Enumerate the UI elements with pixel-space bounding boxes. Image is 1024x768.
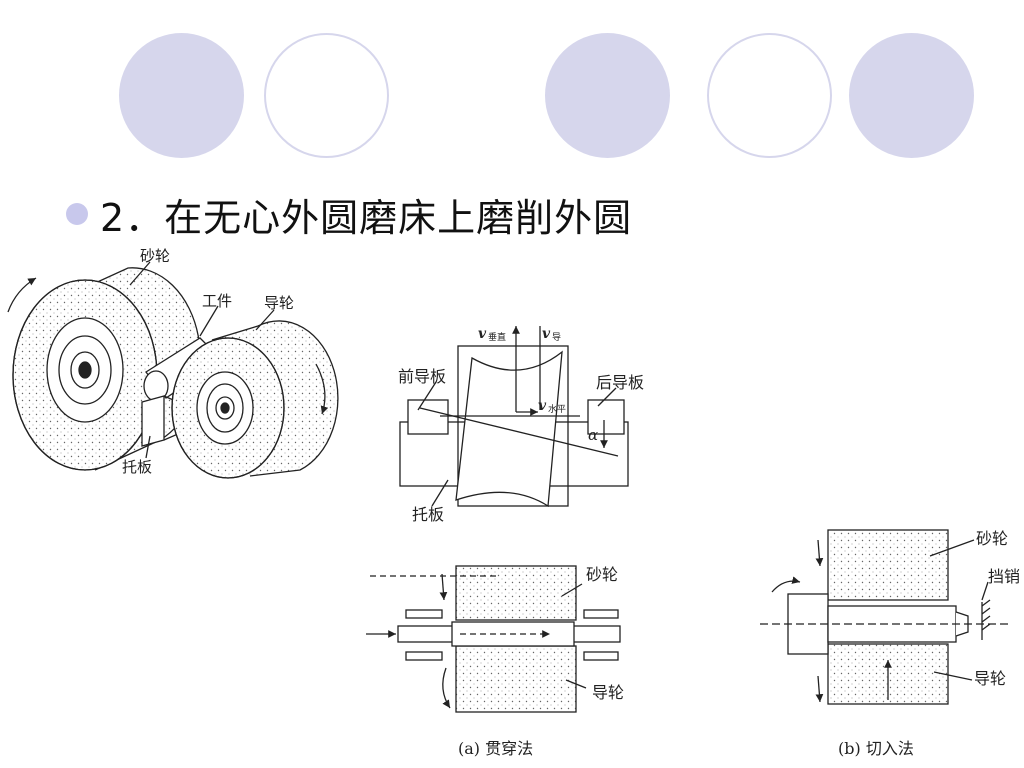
caption-through-feed: (a) 贯穿法	[458, 739, 533, 758]
label-v-guide: v	[542, 326, 551, 342]
bullet-icon	[66, 203, 88, 225]
deco-ring-1	[264, 33, 389, 158]
label-rear-guide-plate: 后导板	[596, 373, 644, 392]
figure-plunge	[760, 529, 1010, 705]
grinding-wheel-block-b	[827, 529, 949, 601]
guide-wheel-3d	[171, 320, 339, 479]
heading-row: 2．在无心外圆磨床上磨削外圆	[66, 184, 632, 244]
label-grinding-wheel-1: 砂轮	[140, 247, 170, 265]
label-alpha: α	[588, 426, 598, 444]
guide-wheel-block-a	[455, 645, 577, 713]
label-workpiece-1: 工件	[202, 292, 232, 310]
deco-circle-1	[119, 33, 244, 158]
label-support-plate-1: 托板	[122, 458, 152, 476]
label-v-guide-sub: 导	[552, 332, 561, 343]
label-stop-pin: 挡销	[988, 567, 1020, 586]
label-v-horizontal-sub: 水平	[548, 403, 566, 415]
label-grinding-wheel-4: 砂轮	[976, 529, 1008, 548]
deco-ring-2	[707, 33, 832, 158]
figure-top-view	[399, 326, 629, 508]
figure-3d-view	[7, 261, 339, 479]
caption-plunge: (b) 切入法	[838, 739, 914, 758]
label-grinding-wheel-3: 砂轮	[586, 565, 618, 584]
slide-heading: 2．在无心外圆磨床上磨削外圆	[100, 195, 633, 240]
figure-through-feed	[366, 565, 621, 713]
grinding-wheel-block-a	[455, 565, 577, 621]
label-support-plate-2: 托板	[412, 505, 444, 524]
label-v-vertical: v	[478, 326, 487, 342]
deco-circle-3	[849, 33, 974, 158]
deco-circle-2	[545, 33, 670, 158]
label-v-horizontal: v	[538, 398, 547, 414]
grinding-wheel-3d	[7, 267, 201, 471]
label-front-guide-plate: 前导板	[398, 367, 446, 386]
label-v-vertical-sub: 垂直	[488, 331, 506, 343]
label-guide-wheel-4: 导轮	[974, 669, 1006, 688]
label-guide-wheel-3: 导轮	[592, 683, 624, 702]
label-guide-wheel-1: 导轮	[264, 294, 294, 312]
